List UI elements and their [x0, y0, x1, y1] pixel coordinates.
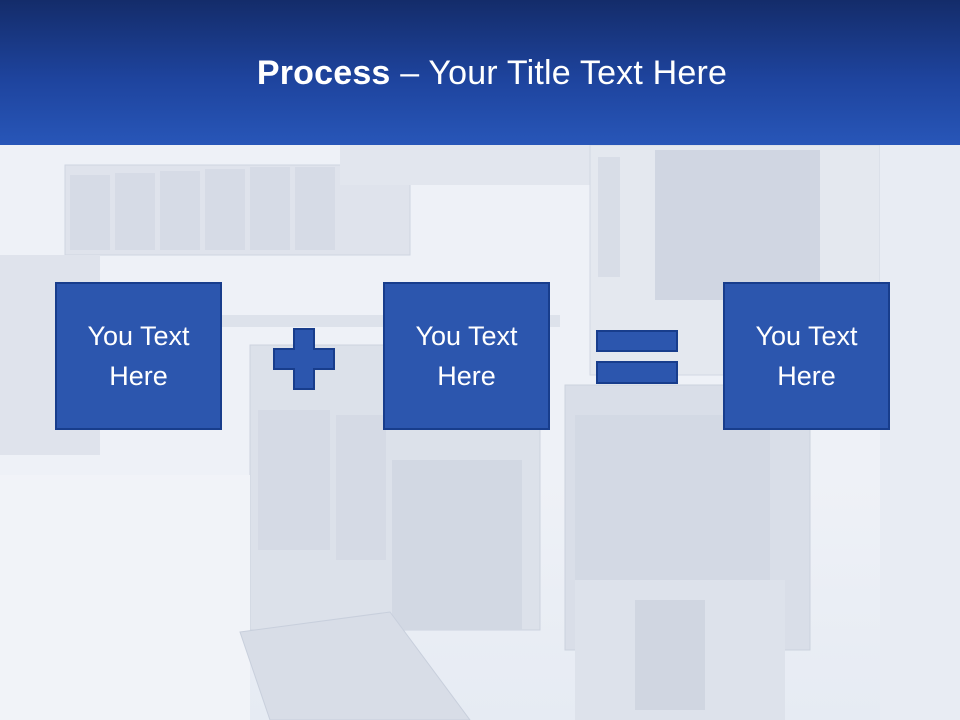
title-bold-text: Process [256, 54, 391, 92]
kitchen-background-image [0, 145, 960, 720]
title-rest-text: – Your Title Text Here [390, 54, 728, 92]
label-line: Here [437, 361, 496, 391]
equals-icon [596, 330, 678, 384]
plus-icon [273, 328, 335, 390]
label-line: You Text [755, 321, 858, 351]
label-line: You Text [415, 321, 518, 351]
slide-title[interactable]: Process – Your Title Text Here [0, 54, 960, 93]
label-line: Here [777, 361, 836, 391]
label-line: You Text [87, 321, 190, 351]
title-header-band [0, 0, 960, 145]
label-line: Here [109, 361, 168, 391]
